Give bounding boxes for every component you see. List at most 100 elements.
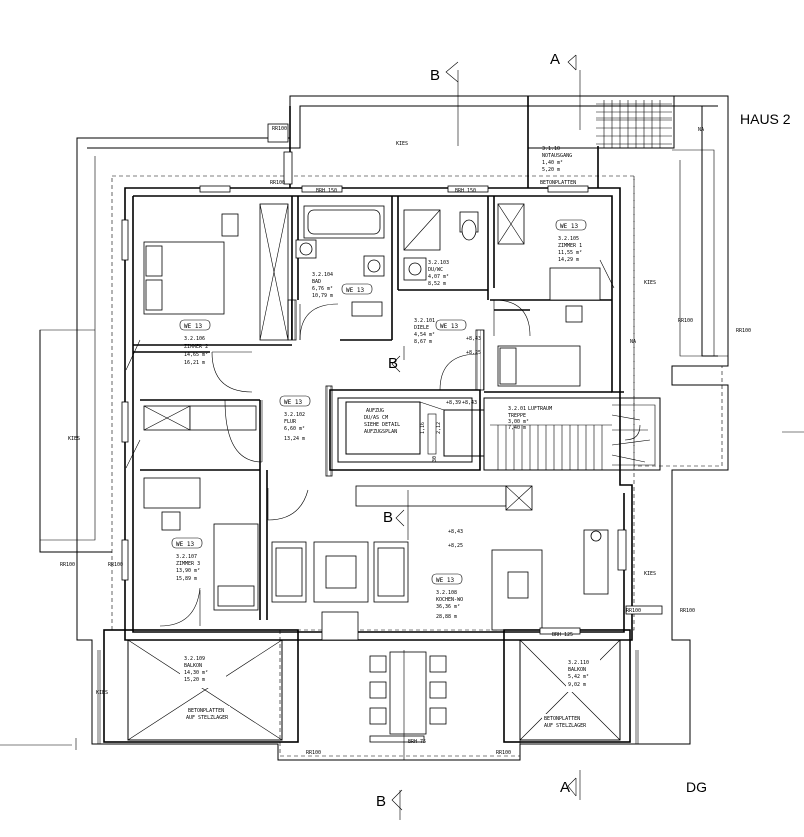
columns [287, 299, 485, 477]
brh-label: BRH 125 [552, 632, 573, 638]
room-perimeter: 10,79 m [312, 293, 333, 299]
kies-label: KIES [644, 571, 656, 577]
room-area: 6,60 m² [284, 426, 305, 432]
dimension: 30 [432, 456, 438, 462]
balconies [97, 629, 639, 744]
room-name: BALKON [568, 667, 586, 673]
room-unit: WE 13 [284, 399, 302, 406]
room-area: 5,42 m² [568, 674, 589, 680]
rr100-label: RR100 [736, 328, 751, 334]
eaves-line-bottom [279, 630, 521, 757]
notausgang-perimeter: 5,20 m [542, 167, 560, 173]
room-area: 4,07 m² [428, 274, 449, 280]
room-perimeter: 13,24 m [284, 436, 305, 442]
room-balkon1: 3.2.109 BALKON 14,30 m² 15,20 m BETONPLA… [180, 654, 230, 722]
room-zimmer3: WE 13 3.2.107 ZIMMER 3 13,90 m² 15,89 m [171, 537, 203, 582]
wardrobes [143, 203, 533, 511]
room-area: 11,55 m² [558, 250, 582, 256]
room-perimeter: 9,02 m [568, 682, 586, 688]
elevator [345, 401, 485, 457]
room-perimeter: 8,67 m [414, 339, 432, 345]
section-a-bottom: A [560, 779, 570, 796]
room-name: ZIMMER 3 [176, 561, 200, 567]
luftraum-name: LUFTRAUM [528, 406, 552, 412]
elevation: +8,43 [448, 529, 463, 535]
room-name: BAD [312, 279, 321, 285]
elevation: +8,43 [466, 336, 481, 342]
elevation: +8,39 [446, 400, 461, 406]
room-area: 14,65 m² [184, 352, 208, 358]
treppe-name: TREPPE [508, 413, 526, 419]
beds [143, 213, 581, 611]
aufzug-label: AUFZUG DU/AS CM SIEHE DETAIL AUFZUGSPLAN [364, 408, 400, 435]
rr100-label: RR100 [272, 126, 287, 132]
room-name: ZIMMER 1 [558, 243, 582, 249]
room-unit: WE 13 [346, 287, 364, 294]
room-unit: WE 13 [184, 323, 202, 330]
eaves-line-right [633, 176, 723, 467]
na-label: NA [630, 339, 636, 345]
dimension: 1,16 [420, 422, 426, 434]
room-unit: WE 13 [440, 323, 458, 330]
rr100-labels: RR100 RR100 RR100 RR100 RR100 RR100 RR10… [60, 126, 751, 756]
aufzug-line: SIEHE DETAIL [364, 422, 400, 428]
room-area: 4,54 m² [414, 332, 435, 338]
room-name: FLUR [284, 419, 297, 425]
room-balkon2: 3.2.110 BALKON 5,42 m² 9,02 m BETONPLATT… [542, 658, 600, 730]
rr100-label: RR100 [680, 608, 695, 614]
room-zimmer1: WE 13 3.2.105 ZIMMER 1 11,55 m² 14,29 m [555, 219, 587, 263]
platten-label: AUF STELZLAGER [544, 723, 587, 729]
floor-label: DG [686, 779, 707, 795]
rr100-label: RR100 [108, 562, 123, 568]
section-lines [0, 54, 804, 820]
room-number: 3.2.105 [558, 236, 579, 242]
platten-top-label: BETONPLATTEN [540, 180, 576, 186]
room-perimeter: 14,29 m [558, 257, 579, 263]
room-number: 3.2.104 [312, 272, 333, 278]
luftraum-number: 3.2.01 [508, 406, 526, 412]
rr100-label: RR100 [678, 318, 693, 324]
room-area: 14,30 m² [184, 670, 208, 676]
brh-label: BRH 150 [316, 188, 337, 194]
room-number: 3.2.108 [436, 590, 457, 596]
platten-label: BETONPLATTEN [544, 716, 580, 722]
dimension: 2,12 [436, 422, 442, 434]
room-area: 36,36 m² [436, 604, 460, 610]
aufzug-line: AUFZUG [366, 408, 384, 414]
room-kochen: WE 13 3.2.108 KOCHEN-WO 36,36 m² 28,88 m [431, 573, 463, 620]
roof-outline [39, 95, 729, 761]
doors [125, 259, 615, 627]
brh-label: BRH 150 [455, 188, 476, 194]
section-b-mid1: B [388, 355, 398, 372]
treppe-perimeter: 7,40 m [508, 425, 526, 431]
room-number: 3.2.106 [184, 336, 205, 342]
na-label: NA [698, 127, 704, 133]
room-unit: WE 13 [176, 541, 194, 548]
section-b-top: B [430, 67, 440, 84]
windows [121, 123, 663, 743]
kies-label: KIES [96, 690, 108, 696]
living-furniture [271, 529, 609, 641]
rr100-label: RR100 [60, 562, 75, 568]
section-b-bottom: B [376, 793, 386, 810]
room-number: 3.2.109 [184, 656, 205, 662]
room-zimmer2: WE 13 3.2.106 ZIMMER 2 14,65 m² 16,21 m [179, 319, 211, 366]
room-perimeter: 28,88 m [436, 614, 457, 620]
sanitary [295, 205, 479, 317]
room-name: DU/WC [428, 267, 443, 273]
room-perimeter: 15,20 m [184, 677, 205, 683]
room-bad: WE 13 3.2.104 BAD 6,76 m² 10,79 m [312, 272, 373, 299]
aufzug-line: DU/AS CM [364, 415, 388, 421]
room-perimeter: 8,52 m [428, 281, 446, 287]
treppe-area: 3,00 m² [508, 419, 529, 425]
house-label: HAUS 2 [740, 111, 791, 127]
section-a-top: A [550, 51, 560, 68]
section-b-mid2: B [383, 509, 393, 526]
room-name: DIELE [414, 325, 429, 331]
kies-label: KIES [396, 141, 408, 147]
brh-label: BRH 75 [408, 739, 426, 745]
room-unit: WE 13 [436, 577, 454, 584]
rr100-label: RR100 [306, 750, 321, 756]
room-number: 3.2.103 [428, 260, 449, 266]
